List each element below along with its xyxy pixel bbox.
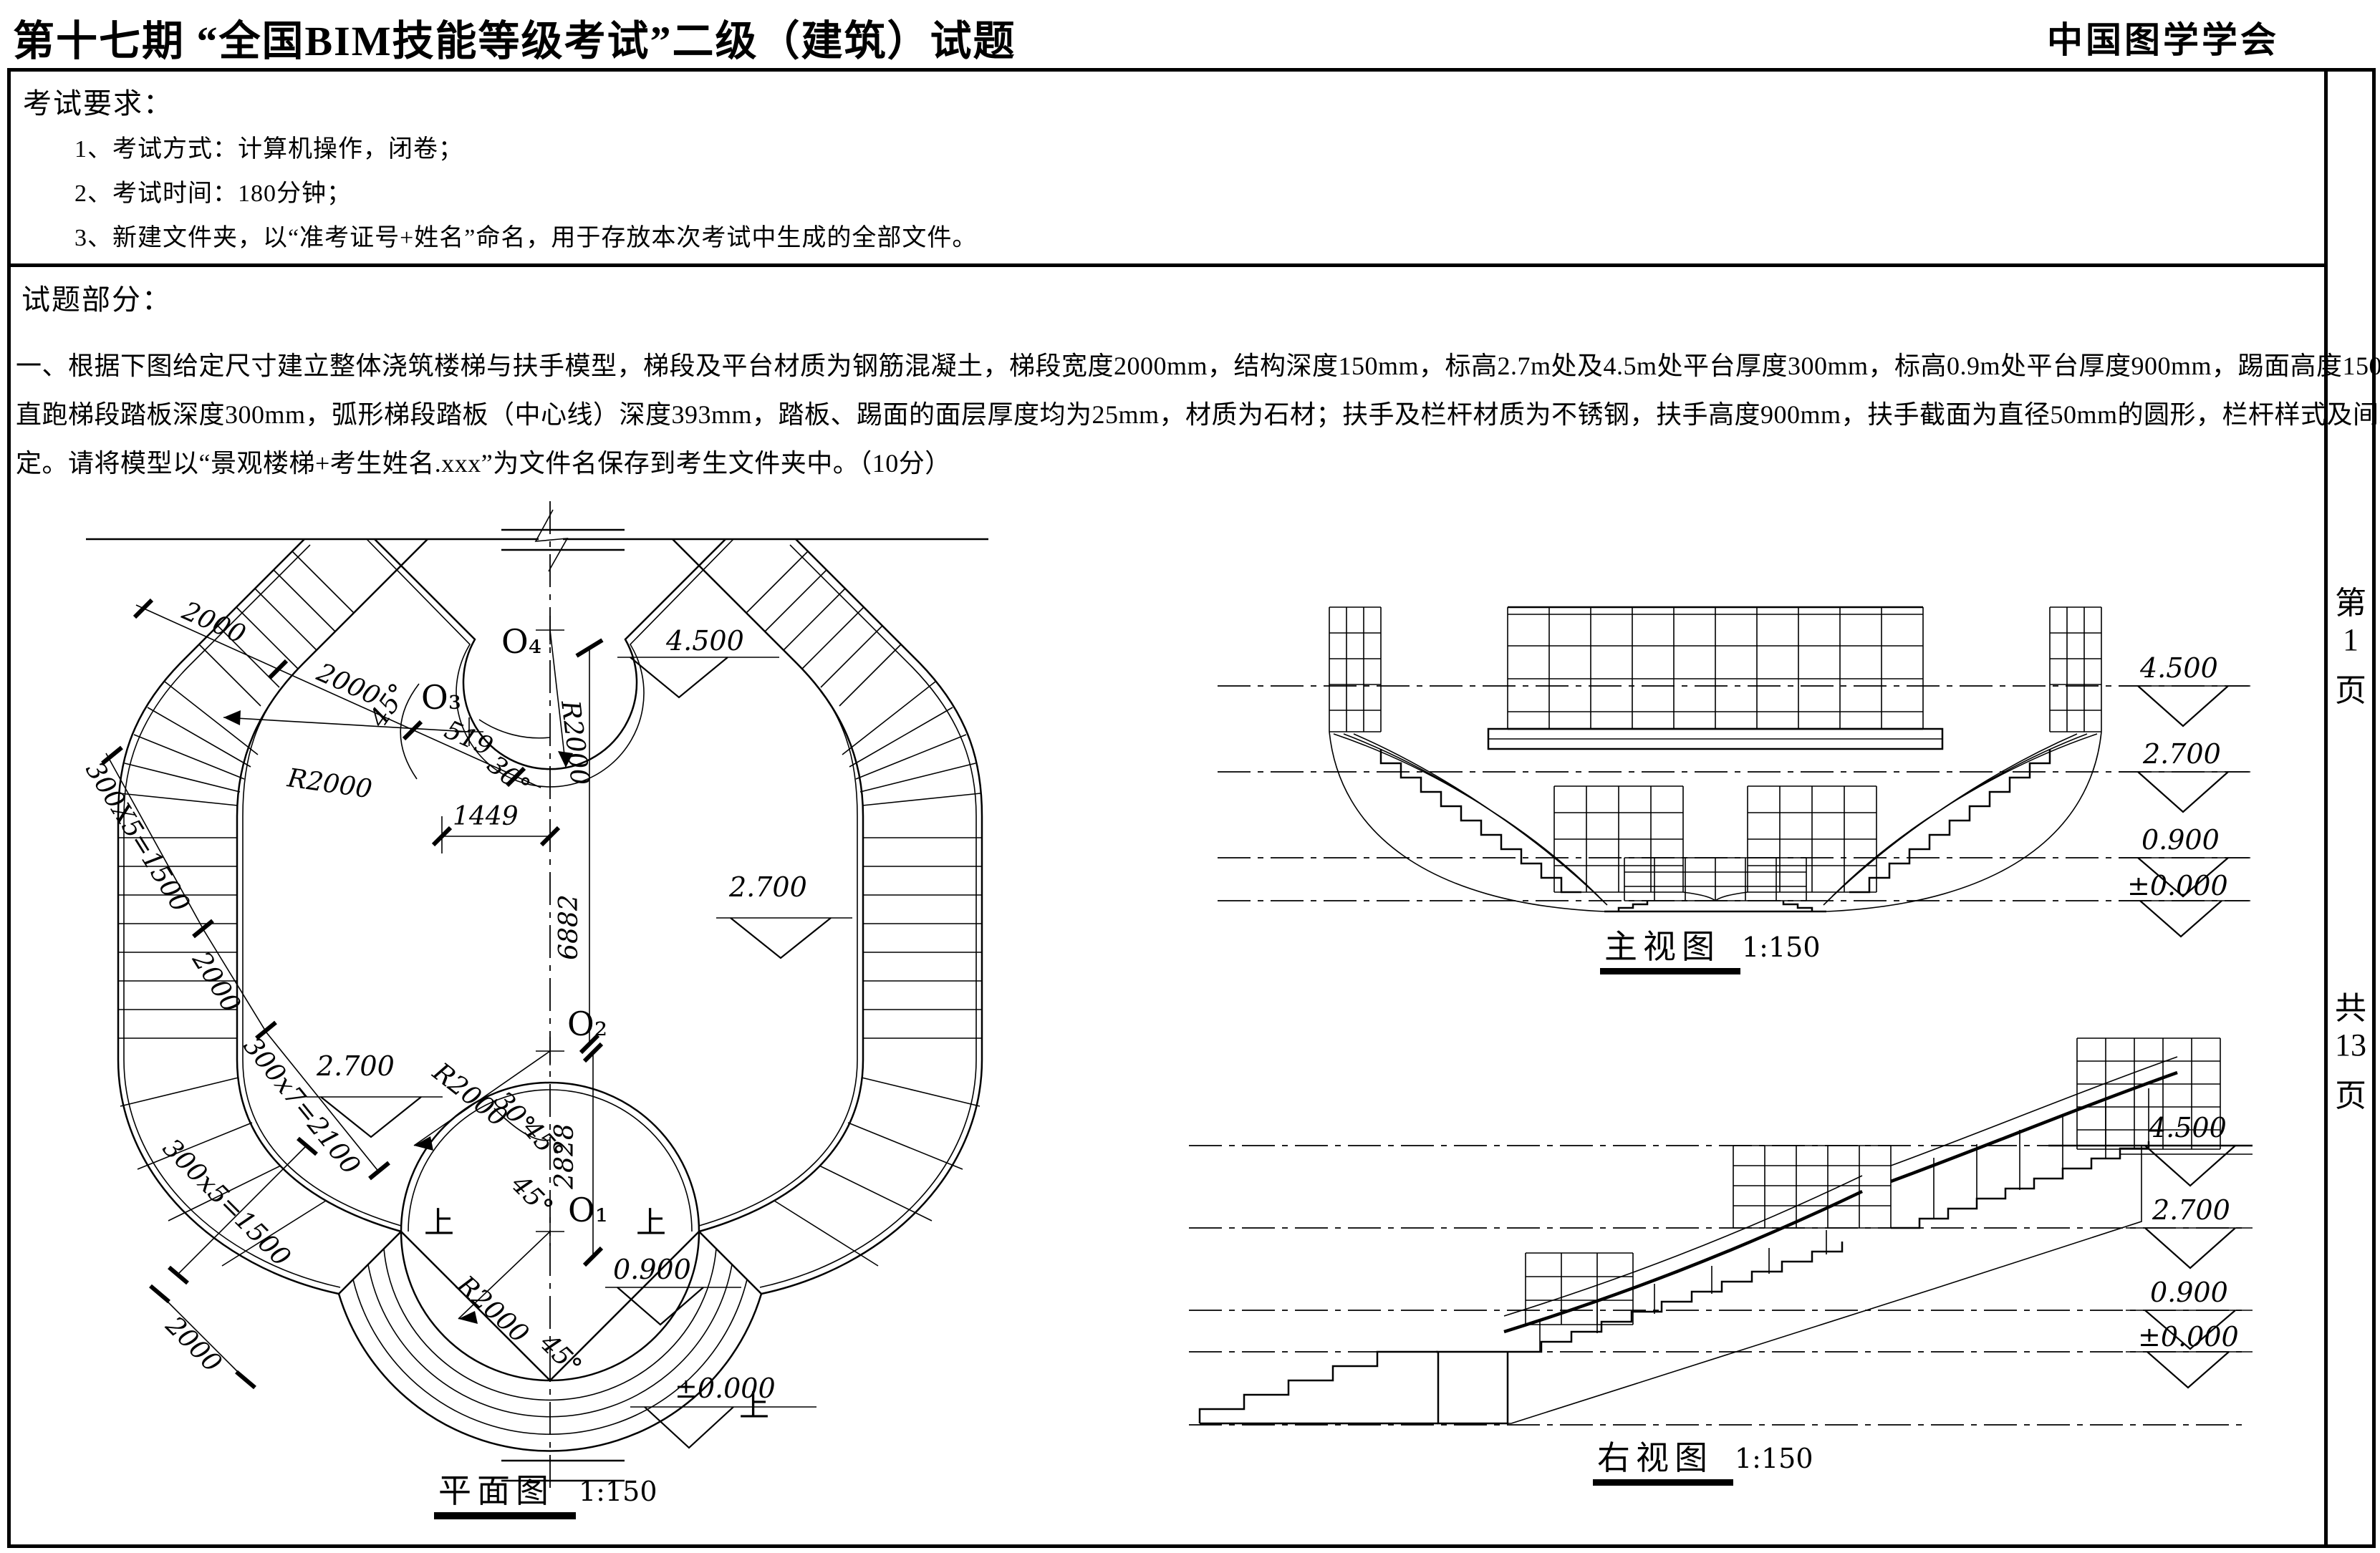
up-mark-fan: 上 bbox=[739, 1388, 769, 1423]
plan-radius-angle-annotations: R2000 30° R2000 45° R2000 30° 45° 45° R2… bbox=[223, 629, 594, 1382]
dim-run-bottom: 300x5=1500 bbox=[157, 1133, 296, 1272]
requirement-item: 3、新建文件夹，以“准考证号+姓名”命名，用于存放本次考试中生成的全部文件。 bbox=[74, 225, 978, 251]
plan-elev-2700-right: 2.700 bbox=[728, 871, 807, 903]
plan-elev-2700-left: 2.700 bbox=[316, 1050, 395, 1082]
r2000-o4: R2000 bbox=[555, 698, 594, 787]
o4-label: O₄ bbox=[501, 622, 541, 661]
front-view-drawing: 4.500 2.700 0.900 ±0.000 主视图 1:150 bbox=[1218, 606, 2250, 974]
plan-view-drawing: 2000 2000 519 O₄ O₃ O₂ O₁ R2000 30° R200… bbox=[86, 501, 988, 1519]
side-elev-0900: 0.900 bbox=[2150, 1277, 2228, 1308]
question-line: 定。请将模型以“景观楼梯+考生姓名.xxx”为文件名保存到考生文件夹中。（10分… bbox=[16, 449, 951, 478]
dim-width-bottom: 2000 bbox=[160, 1310, 227, 1378]
requirements-heading: 考试要求： bbox=[23, 87, 173, 120]
sidebar-page-number: 1 bbox=[2343, 622, 2359, 657]
o2-label: O₂ bbox=[567, 1005, 607, 1043]
front-gridlines bbox=[1218, 685, 2249, 901]
plan-section-ticks bbox=[501, 528, 625, 1482]
plan-level-markers: 4.500 2.700 2.700 0.900 ±0.000 bbox=[307, 625, 852, 1449]
question-line: 一、根据下图给定尺寸建立整体浇筑楼梯与扶手模型，梯段及平台材质为钢筋混凝土，梯段… bbox=[16, 352, 2380, 380]
front-structure bbox=[1329, 606, 2102, 913]
side-view-drawing: 4.500 2.700 0.900 ±0.000 右视图 1:150 bbox=[1189, 1037, 2253, 1486]
plan-elev-0900: 0.900 bbox=[613, 1254, 691, 1285]
question-heading: 试题部分： bbox=[21, 284, 172, 316]
dim-2828: 2828 bbox=[550, 1123, 579, 1190]
plan-inner-valley-rail bbox=[366, 538, 734, 788]
dim-1449: 1449 bbox=[453, 802, 519, 831]
sidebar-box bbox=[2324, 68, 2376, 1548]
sidebar-total-number: 13 bbox=[2335, 1027, 2366, 1063]
dim-run-left-upper: 300X5=1500 bbox=[86, 757, 195, 917]
r2000-o1: R2000 bbox=[451, 1270, 534, 1350]
plan-caption-underline bbox=[434, 1512, 576, 1519]
front-elev-4500: 4.500 bbox=[2139, 652, 2218, 684]
plan-left-flight bbox=[117, 538, 428, 1295]
plan-caption-scale: 1:150 bbox=[579, 1476, 657, 1507]
front-caption: 主视图 bbox=[1604, 929, 1720, 965]
front-elev-0900: 0.900 bbox=[2141, 824, 2220, 856]
side-structure bbox=[1198, 1037, 2253, 1425]
plan-elev-0000: ±0.000 bbox=[675, 1373, 776, 1404]
side-elev-0000: ±0.000 bbox=[2138, 1321, 2239, 1353]
up-mark-left: 上 bbox=[424, 1205, 454, 1240]
organization-name: 中国图学学会 bbox=[2047, 20, 2279, 60]
plan-landing-and-fan bbox=[337, 1081, 763, 1452]
front-elev-2700: 2.700 bbox=[2142, 738, 2221, 770]
plan-break-symbol bbox=[534, 509, 569, 572]
sidebar-page-label-top: 第 bbox=[2335, 586, 2366, 621]
r2000-o3: R2000 bbox=[285, 763, 374, 804]
side-caption-underline bbox=[1593, 1479, 1733, 1486]
side-gridlines bbox=[1189, 1145, 2249, 1426]
sidebar-page-label-bottom: 页 bbox=[2335, 673, 2366, 708]
front-caption-scale: 1:150 bbox=[1742, 932, 1821, 963]
requirement-item: 2、考试时间：180分钟； bbox=[74, 180, 352, 207]
up-mark-right: 上 bbox=[636, 1205, 666, 1240]
side-caption-scale: 1:150 bbox=[1735, 1443, 1813, 1474]
plan-inner-valley bbox=[374, 538, 726, 770]
plan-elev-4500: 4.500 bbox=[665, 625, 744, 657]
plan-caption: 平面图 bbox=[438, 1473, 554, 1509]
plan-center-marks: O₄ O₃ O₂ O₁ bbox=[421, 616, 608, 1246]
side-level-markers: 4.500 2.700 0.900 ±0.000 bbox=[2126, 1112, 2253, 1389]
requirement-item: 1、考试方式：计算机操作，闭卷； bbox=[74, 136, 463, 163]
side-elev-2700: 2.700 bbox=[2152, 1194, 2230, 1226]
angle-30-o4: 30° bbox=[481, 750, 535, 801]
o1-label: O₁ bbox=[568, 1191, 608, 1229]
page-title: 第十七期 “全国BIM技能等级考试”二级（建筑）试题 bbox=[13, 18, 1016, 64]
sidebar-total-label-bottom: 页 bbox=[2335, 1078, 2366, 1113]
side-caption: 右视图 bbox=[1597, 1440, 1713, 1476]
front-elev-0000: ±0.000 bbox=[2127, 870, 2228, 901]
sidebar-total-label-top: 共 bbox=[2335, 991, 2366, 1026]
angle-45-fan: 45° bbox=[534, 1328, 587, 1382]
dim-6882: 6882 bbox=[554, 894, 584, 960]
front-caption-underline bbox=[1600, 968, 1740, 974]
front-level-markers: 4.500 2.700 0.900 ±0.000 bbox=[2119, 652, 2250, 938]
plan-right-flight bbox=[672, 538, 983, 1295]
o3-label: O₃ bbox=[421, 678, 461, 717]
plan-linear-dims: 1449 6882 2828 300X5=1500 2000 300x7=210… bbox=[86, 638, 604, 1390]
side-elev-4500: 4.500 bbox=[2148, 1112, 2227, 1143]
question-line: 直跑梯段踏板深度300mm，弧形梯段踏板（中心线）深度393mm，踏板、踢面的面… bbox=[16, 400, 2380, 429]
